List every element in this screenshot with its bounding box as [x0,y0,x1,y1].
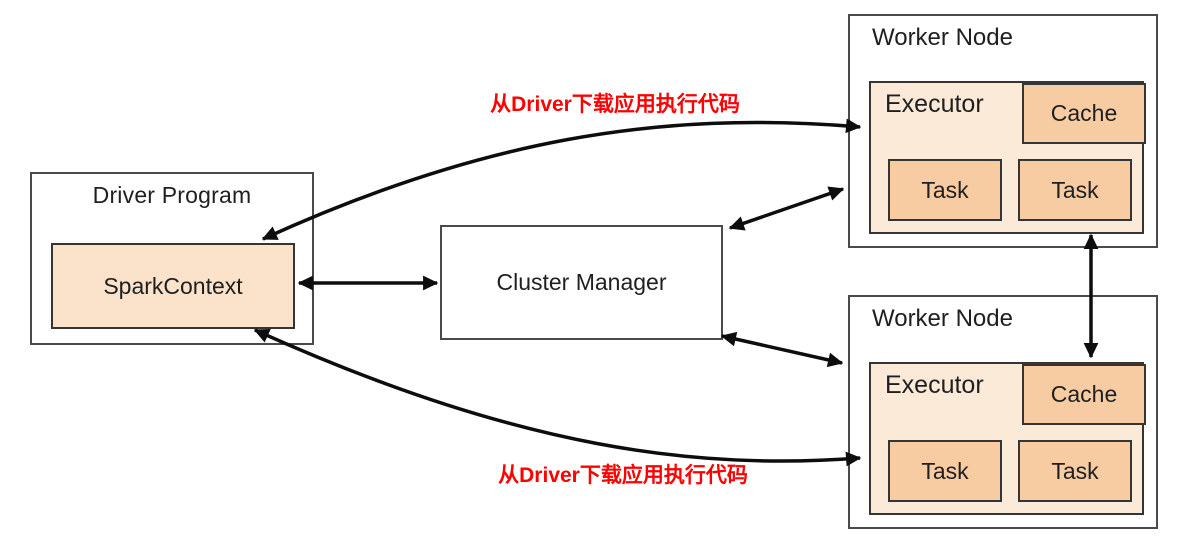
arrow-clustermanager-workerbottom [720,331,844,368]
annotation-download-code-top: 从Driver下载应用执行代码 [490,93,740,116]
worker-node-top-box: Worker Node Executor Cache Task Task [848,14,1158,248]
worker-node-top-label: Worker Node [872,24,1013,51]
driver-program-label: Driver Program [92,182,252,208]
task-bottom-2-box: Task [1018,440,1132,502]
arrow-sparkcontext-executorbottom-curve [253,328,862,467]
driver-program-box: Driver Program SparkContext [30,172,314,345]
executor-bottom-label: Executor [885,371,984,399]
worker-node-bottom-label: Worker Node [872,305,1013,332]
arrow-sparkcontext-executortop-curve [261,118,862,241]
task-top-2-box: Task [1018,159,1132,221]
executor-bottom-box: Executor Cache Task Task [869,362,1146,515]
task-top-1-label: Task [921,176,969,203]
cache-top-box: Cache [1022,83,1146,144]
cluster-manager-box: Cluster Manager [440,225,723,340]
cluster-manager-label: Cluster Manager [496,269,667,295]
annotation-download-code-bottom: 从Driver下载应用执行代码 [498,464,748,487]
worker-node-bottom-box: Worker Node Executor Cache Task Task [848,295,1158,529]
cache-bottom-label: Cache [1050,381,1118,407]
task-top-1-box: Task [888,159,1002,221]
task-bottom-1-label: Task [921,457,969,484]
executor-top-label: Executor [885,90,984,118]
task-top-2-label: Task [1051,176,1099,203]
task-bottom-2-label: Task [1051,457,1099,484]
arrow-clustermanager-workertop [728,186,845,231]
sparkcontext-box: SparkContext [51,243,295,329]
sparkcontext-label: SparkContext [103,272,243,299]
cache-bottom-box: Cache [1022,364,1146,425]
executor-top-box: Executor Cache Task Task [869,81,1146,234]
cache-top-label: Cache [1050,100,1118,126]
task-bottom-1-box: Task [888,440,1002,502]
